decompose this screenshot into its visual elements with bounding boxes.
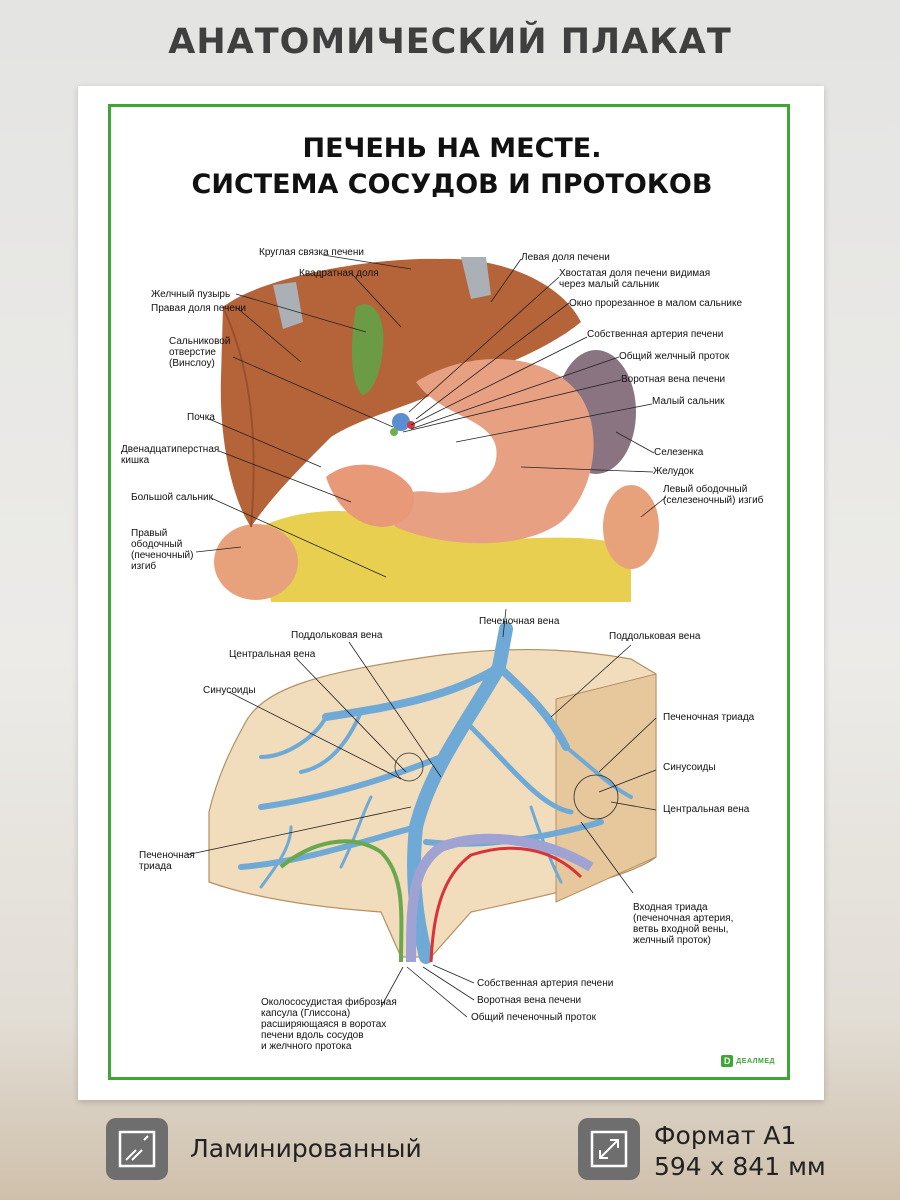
- label-central-vein-right: Центральная вена: [663, 804, 750, 815]
- label-left-flexure-1: Левый ободочный: [663, 484, 748, 495]
- label-right-flexure-2: ободочный: [131, 539, 183, 550]
- label-round-ligament: Круглая связка печени: [259, 247, 364, 258]
- label-duodenum-2: кишка: [121, 455, 150, 466]
- label-common-hepatic-duct: Общий печеночный проток: [471, 1012, 596, 1023]
- logo-text: ДЕАЛМЕД: [736, 1057, 775, 1065]
- label-left-lobe: Левая доля печени: [521, 252, 610, 263]
- laminated-icon: [106, 1118, 168, 1180]
- format-label: Формат А1: [654, 1121, 797, 1150]
- resize-icon: [578, 1118, 640, 1180]
- label-gallbladder: Желчный пузырь: [151, 289, 231, 300]
- label-caudate-2: через малый сальник: [559, 279, 659, 290]
- liver-vessels-illustration: [185, 608, 657, 1018]
- logo-mark-icon: D: [721, 1055, 734, 1067]
- label-glisson-1: Околососудистая фиброзная: [261, 997, 397, 1008]
- label-epiploic-1: Сальниковой: [169, 336, 231, 347]
- label-spleen: Селезенка: [654, 447, 704, 458]
- anatomy-illustration: [185, 254, 667, 1018]
- label-sublobular-right: Поддольковая вена: [609, 631, 701, 642]
- label-glisson-4: печени вдоль сосудов: [261, 1030, 364, 1041]
- label-greater-omentum: Большой сальник: [131, 492, 213, 503]
- brand-logo: D ДЕАЛМЕД: [721, 1055, 775, 1067]
- label-inlet-2: (печеночная артерия,: [633, 913, 734, 924]
- label-stomach: Желудок: [653, 466, 694, 477]
- label-glisson-3: расширяющаяся в воротах: [261, 1019, 387, 1030]
- label-window: Окно прорезанное в малом сальнике: [569, 298, 743, 309]
- label-duodenum-1: Двенадцатиперстная: [121, 444, 220, 455]
- label-inlet-4: желчный проток): [633, 935, 711, 946]
- label-epiploic-2: отверстие: [169, 347, 216, 358]
- label-right-flexure-1: Правый: [131, 528, 168, 539]
- label-right-lobe: Правая доля печени: [151, 303, 246, 314]
- label-caudate-1: Хвостатая доля печени видимая: [559, 268, 711, 279]
- poster-frame: ПЕЧЕНЬ НА МЕСТЕ. СИСТЕМА СОСУДОВ И ПРОТО…: [108, 104, 790, 1080]
- label-triad-left-2: триада: [139, 861, 172, 872]
- label-right-flexure-3: (печеночный): [131, 550, 194, 561]
- label-sinusoids-right: Синусоиды: [663, 762, 716, 773]
- label-right-flexure-4: изгиб: [131, 561, 157, 572]
- liver-in-situ-illustration: [195, 254, 667, 602]
- label-epiploic-3: (Винслоу): [169, 358, 215, 369]
- label-common-bile-duct: Общий желчный проток: [619, 351, 730, 362]
- label-left-flexure-2: (селезеночный) изгиб: [663, 495, 764, 506]
- label-hepatic-vein: Печеночная вена: [479, 616, 560, 627]
- label-inlet-3: ветвь входной вены,: [633, 924, 729, 935]
- label-triad-right: Печеночная триада: [663, 712, 755, 723]
- label-portal-vein-bottom: Воротная вена печени: [477, 995, 582, 1006]
- label-glisson-2: капсула (Глиссона): [261, 1008, 351, 1019]
- label-triad-left-1: Печеночная: [139, 850, 195, 861]
- label-quadrate-lobe: Квадратная доля: [299, 268, 379, 279]
- label-central-vein-left: Центральная вена: [229, 649, 316, 660]
- label-proper-artery-top: Собственная артерия печени: [587, 329, 724, 340]
- label-proper-artery-bottom: Собственная артерия печени: [477, 978, 614, 989]
- label-glisson-5: и желчного протока: [261, 1041, 352, 1052]
- poster-title-line1: ПЕЧЕНЬ НА МЕСТЕ.: [302, 133, 602, 164]
- label-inlet-1: Входная триада: [633, 902, 708, 913]
- label-sublobular-left: Поддольковая вена: [291, 630, 383, 641]
- laminated-label: Ламинированный: [190, 1134, 422, 1163]
- anatomy-poster: ПЕЧЕНЬ НА МЕСТЕ. СИСТЕМА СОСУДОВ И ПРОТО…: [78, 86, 824, 1100]
- label-portal-vein-top: Воротная вена печени: [621, 374, 726, 385]
- poster-title-line2: СИСТЕМА СОСУДОВ И ПРОТОКОВ: [191, 169, 713, 200]
- label-sinusoids-left: Синусоиды: [203, 685, 256, 696]
- label-lesser-omentum: Малый сальник: [652, 396, 725, 407]
- label-kidney: Почка: [187, 412, 215, 423]
- page-header-title: АНАТОМИЧЕСКИЙ ПЛАКАТ: [168, 22, 732, 62]
- format-size: 594 x 841 мм: [654, 1152, 826, 1181]
